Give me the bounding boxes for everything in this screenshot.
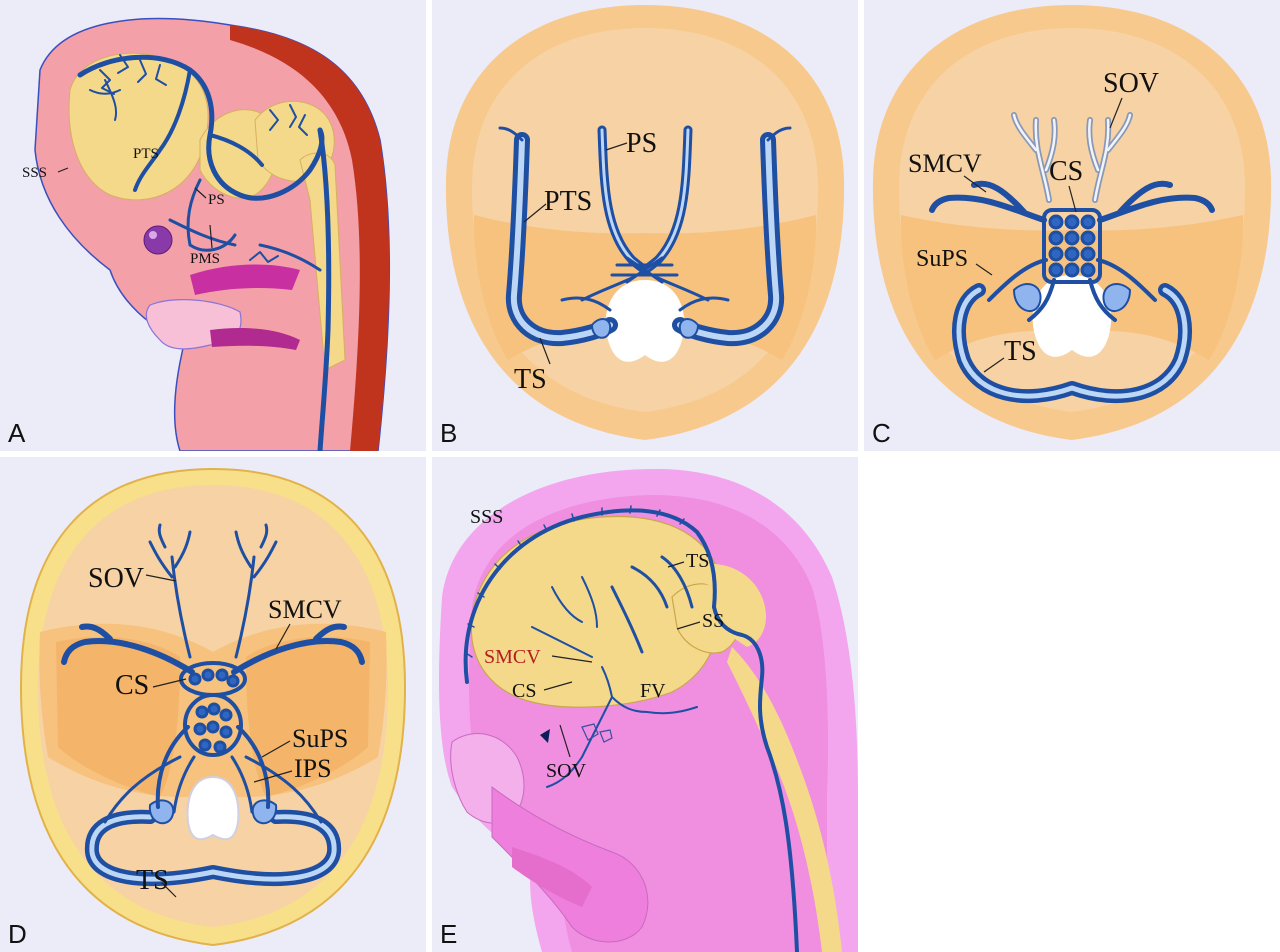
panel-letter-a: A xyxy=(8,418,26,448)
panel-a-illustration: SSS PTS PS PMS xyxy=(22,17,391,451)
label-ts: TS xyxy=(514,364,547,395)
panel-c: SOV SMCV CS SuPS TS C xyxy=(864,0,1280,451)
label-ps: PS xyxy=(626,128,657,159)
panel-d-illustration: SOV SMCV CS SuPS IPS TS xyxy=(19,467,407,947)
label-ts: TS xyxy=(136,865,169,896)
label-ts: TS xyxy=(1004,336,1037,367)
label-ss: SS xyxy=(702,610,724,632)
label-sss: SSS xyxy=(470,506,503,528)
panel-letter-d: D xyxy=(8,919,27,949)
label-smcv: SMCV xyxy=(268,595,342,624)
panel-d: SOV SMCV CS SuPS IPS TS D xyxy=(0,457,426,952)
label-smcv: SMCV xyxy=(484,646,541,668)
label-ps: PS xyxy=(208,192,225,208)
label-sss: SSS xyxy=(22,165,47,181)
panel-e: SSS TS SS SMCV CS FV SOV E xyxy=(432,457,858,952)
panel-letter-c: C xyxy=(872,418,891,448)
panel-b-illustration: PS PTS TS xyxy=(445,5,845,440)
label-smcv: SMCV xyxy=(908,149,982,178)
panel-b: PS PTS TS B xyxy=(432,0,858,451)
label-sov: SOV xyxy=(88,563,144,594)
label-sups: SuPS xyxy=(916,246,968,272)
label-pms: PMS xyxy=(190,251,220,267)
label-ips: IPS xyxy=(294,754,332,783)
label-cs: CS xyxy=(115,670,149,701)
label-pts: PTS xyxy=(133,146,159,162)
panel-e-illustration: SSS TS SS SMCV CS FV SOV xyxy=(439,468,858,952)
label-pts: PTS xyxy=(544,186,592,217)
label-cs: CS xyxy=(1049,156,1083,187)
panel-c-illustration: SOV SMCV CS SuPS TS xyxy=(872,5,1272,440)
panel-a: SSS PTS PS PMS A xyxy=(0,0,426,451)
label-sov: SOV xyxy=(546,760,587,782)
panel-letter-b: B xyxy=(440,418,458,448)
label-cs: CS xyxy=(512,680,536,702)
panel-letter-e: E xyxy=(440,919,458,949)
label-sov: SOV xyxy=(1103,68,1159,99)
label-ts: TS xyxy=(686,550,709,572)
label-fv: FV xyxy=(640,680,666,702)
label-sups: SuPS xyxy=(292,724,348,753)
